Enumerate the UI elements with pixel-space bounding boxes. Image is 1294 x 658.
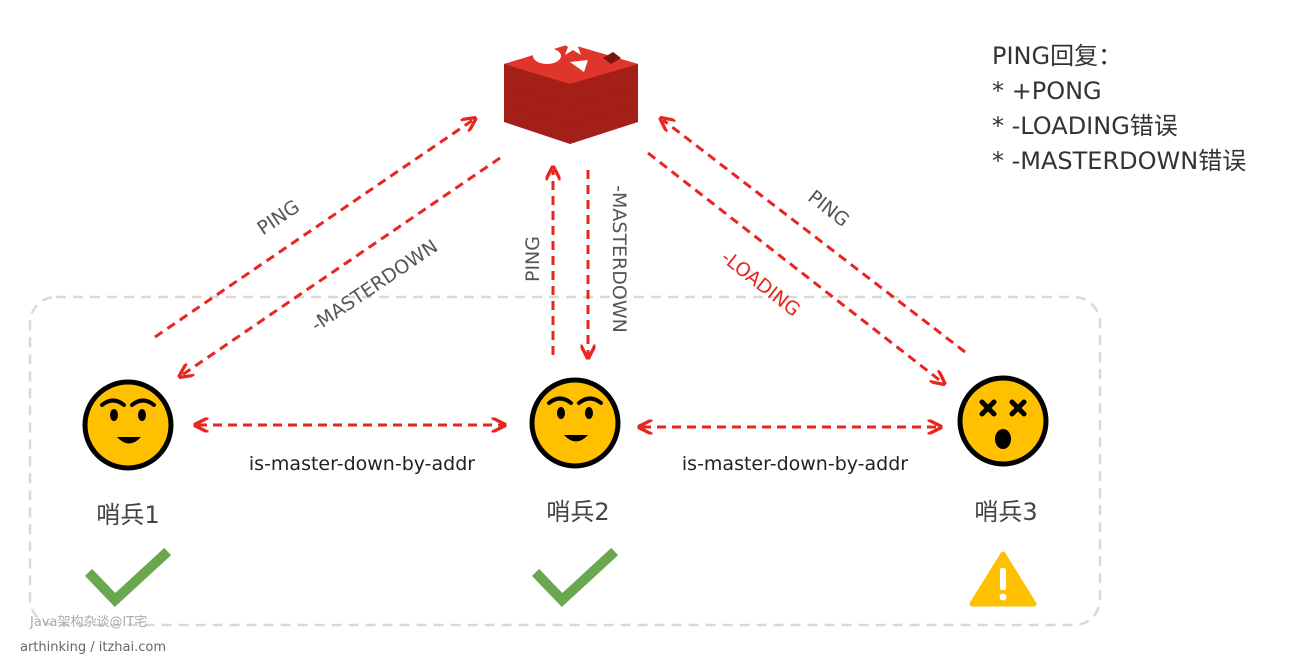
- watermark-line1: Java架构杂谈@IT宅: [29, 615, 147, 630]
- legend-item-loading: * -LOADING错误: [992, 112, 1178, 140]
- ping-reply-legend: PING回复： * +PONG * -LOADING错误 * -MASTERDO…: [992, 42, 1246, 175]
- legend-item-masterdown: * -MASTERDOWN错误: [992, 147, 1246, 175]
- label-s1-reply: -MASTERDOWN: [307, 235, 442, 336]
- label-edge-s2-s3: is-master-down-by-addr: [682, 453, 908, 475]
- sentinel-1-label: 哨兵1: [96, 501, 159, 529]
- legend-title: PING回复：: [992, 42, 1122, 70]
- arrow-s3-reply: [647, 151, 942, 382]
- sentinel-2-face-icon: [529, 377, 621, 469]
- label-s3-reply: -LOADING: [717, 246, 804, 321]
- arrow-s1-ping: [154, 120, 473, 339]
- sentinel-1-check-icon: [84, 547, 172, 607]
- label-s2-ping: PING: [522, 236, 544, 282]
- label-s3-ping: PING: [803, 186, 853, 232]
- sentinel-1-face-icon: [82, 379, 174, 471]
- sentinel-3-label: 哨兵3: [974, 498, 1037, 526]
- label-s2-reply: -MASTERDOWN: [608, 185, 630, 333]
- arrow-s1-reply: [182, 156, 501, 375]
- sentinel-3-warning-icon: [969, 551, 1037, 607]
- sentinel-2-check-icon: [531, 547, 619, 607]
- sentinel-3-dizzy-face-icon: [957, 375, 1049, 467]
- sentinel-group-box: [28, 295, 1102, 627]
- label-edge-s1-s2: is-master-down-by-addr: [249, 453, 475, 475]
- legend-item-pong: * +PONG: [992, 77, 1102, 105]
- arrow-s3-ping: [663, 120, 966, 354]
- label-s1-ping: PING: [253, 196, 303, 240]
- sentinel-2-label: 哨兵2: [546, 498, 609, 526]
- watermark-line2: arthinking / itzhai.com: [20, 640, 166, 655]
- redis-master-icon: [504, 34, 638, 144]
